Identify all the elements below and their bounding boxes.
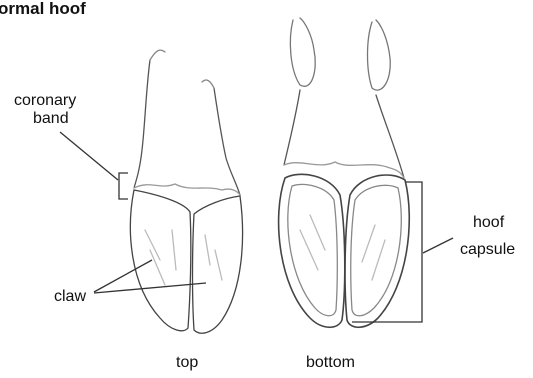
hoof-capsule-leader [423, 238, 453, 253]
bottom-view-label: bottom [306, 354, 355, 372]
bottom-view-hoof-drawing [279, 18, 410, 327]
top-left-claw [130, 190, 190, 331]
claw-leader-1 [94, 260, 152, 292]
top-view-label: top [176, 354, 198, 372]
hoof-capsule-label-line1: hoof [473, 214, 504, 232]
claw-label: claw [54, 288, 86, 306]
diagram-title: ormal hoof [0, 0, 86, 18]
coronary-band-leader [60, 132, 118, 180]
coronary-band-bracket [119, 173, 128, 199]
top-right-claw [193, 196, 243, 333]
hoof-capsule-label-line2: capsule [460, 241, 515, 259]
coronary-band-label-line2: band [33, 110, 69, 128]
coronary-band-label-line1: coronary [14, 92, 76, 110]
top-view-hoof-drawing [130, 50, 242, 333]
claw-leader-2 [94, 283, 206, 293]
hoof-capsule-bracket [352, 182, 422, 322]
